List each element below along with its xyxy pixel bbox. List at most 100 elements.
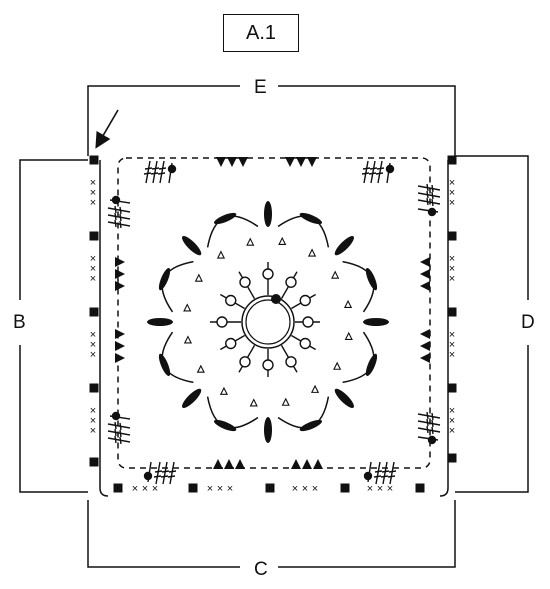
treble-bar [160, 475, 169, 478]
treble-stitch-stem [370, 160, 376, 184]
treble-bar [119, 220, 122, 229]
small-triangle-icon [216, 250, 226, 259]
square-stitch-icon [113, 483, 123, 493]
sc-x-icon: × [217, 483, 223, 495]
triangle-left-icon [420, 281, 430, 291]
sc-x-icon: × [449, 253, 455, 265]
treble-bar [388, 470, 397, 473]
treble-bar [381, 470, 390, 473]
start-arrow-icon [95, 109, 119, 149]
triangle-down-icon [238, 157, 248, 167]
side-label-right: D [518, 313, 538, 332]
puff-stitch-icon [365, 267, 378, 291]
treble-bar [119, 422, 122, 431]
treble-bar [119, 436, 122, 445]
inner-dashed-square [117, 157, 431, 469]
triangle-up-icon [224, 459, 234, 469]
puff-stitch-icon [158, 267, 171, 291]
corner-clusters [107, 160, 441, 485]
triangle-down-icon [216, 157, 226, 167]
puff-stitch-icon [299, 419, 323, 432]
puff-stitch-icon [264, 201, 272, 227]
bracket-bottom [87, 500, 456, 568]
triangle-up-icon [235, 459, 245, 469]
stitch-loop-icon [225, 337, 237, 350]
treble-bar [154, 470, 163, 473]
sc-x-icon: × [449, 187, 455, 199]
treble-bar [153, 475, 162, 478]
sc-x-icon: × [312, 483, 318, 495]
treble-bar [431, 198, 434, 207]
small-triangle-icon [344, 331, 353, 340]
sc-x-icon: × [90, 415, 96, 427]
sc-x-icon: × [367, 483, 373, 495]
triangle-up-icon [291, 459, 301, 469]
small-triangle-icon [219, 386, 229, 395]
triangle-down-icon [307, 157, 317, 167]
triangle-left-icon [420, 353, 430, 363]
sc-x-icon: × [449, 405, 455, 417]
treble-bar [157, 172, 166, 175]
sc-x-icon: × [90, 425, 96, 437]
treble-stitch-stem [169, 461, 175, 485]
treble-stitch-stem [389, 461, 395, 485]
square-stitch-icon [447, 307, 457, 317]
puff-stitch-icon [299, 212, 323, 225]
square-stitch-icon [89, 383, 99, 393]
stitch-loop-icon [262, 359, 274, 371]
edge-squares [89, 155, 457, 493]
sc-x-icon: × [90, 273, 96, 285]
treble-bar [158, 167, 167, 170]
sc-x-icon: × [152, 483, 158, 495]
treble-bar [431, 184, 434, 193]
sc-x-icon: × [449, 263, 455, 275]
sc-x-icon: × [449, 177, 455, 189]
treble-stitch-stem [363, 160, 369, 184]
triangle-down-icon [285, 157, 295, 167]
treble-bar [167, 475, 176, 478]
dimension-brackets [19, 85, 529, 568]
stitch-loop-icon [302, 316, 314, 328]
sc-x-icon: × [90, 339, 96, 351]
dc-dot-icon [427, 435, 437, 445]
sc-x-icon: × [449, 425, 455, 437]
treble-stitch-stem [417, 192, 441, 198]
small-triangle-icon [246, 237, 255, 246]
dc-dot-icon [363, 471, 373, 481]
sc-x-icon: × [90, 253, 96, 265]
triangle-left-icon [420, 269, 430, 279]
treble-bar [373, 475, 382, 478]
corner-cluster [107, 411, 131, 445]
treble-bar [150, 172, 159, 175]
sc-x-icon: × [207, 483, 213, 495]
puff-stitch-icon [182, 236, 202, 256]
treble-bar [431, 426, 434, 435]
small-triangles [183, 236, 353, 407]
stitch-loop-icon [299, 294, 311, 307]
stitch-loop-icon [225, 294, 237, 307]
small-triangle-icon [310, 384, 320, 393]
dc-dot-icon [111, 195, 121, 205]
sc-x-marks: ×××××××××××××××××××××××××××××××××××× [90, 177, 455, 495]
puff-stitch-icon [158, 353, 171, 377]
dc-dot-icon [167, 164, 177, 174]
dc-dot-icon [427, 207, 437, 217]
treble-bar [114, 219, 117, 228]
square-stitch-icon [89, 457, 99, 467]
treble-bar [431, 191, 434, 200]
small-triangle-icon [281, 397, 290, 406]
stitch-loop-icon [285, 276, 297, 288]
triangle-right-icon [115, 329, 125, 339]
small-triangle-icon [307, 248, 317, 257]
small-triangle-icon [278, 236, 287, 245]
sc-x-icon: × [132, 483, 138, 495]
magic-ring [241, 295, 295, 349]
square-stitch-icon [89, 231, 99, 241]
sc-x-icon: × [90, 187, 96, 199]
stitch-loop-icon [239, 356, 251, 368]
treble-bar [374, 470, 383, 473]
square-stitch-icon [447, 231, 457, 241]
stitch-loop-icon [299, 337, 311, 350]
square-stitch-icon [188, 483, 198, 493]
small-triangle-icon [183, 335, 193, 344]
